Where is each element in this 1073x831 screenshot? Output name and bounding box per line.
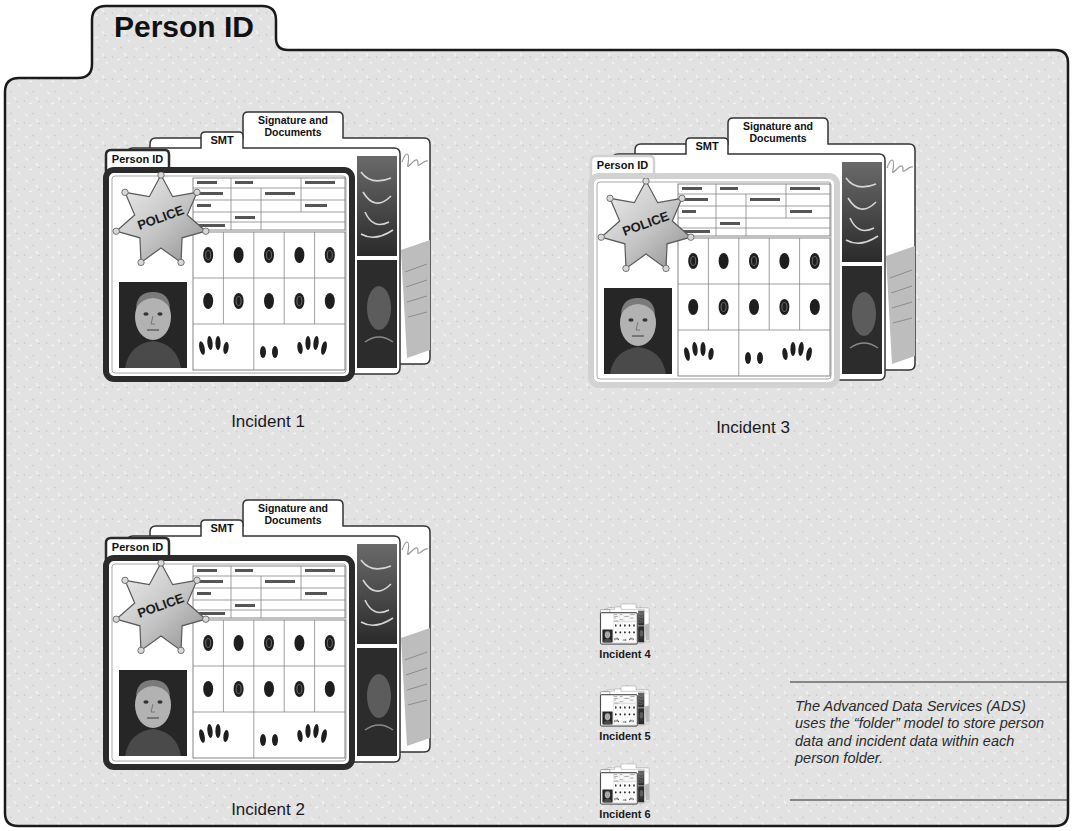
incident-folder-stack [591,118,915,385]
text-slot: POLICE [111,599,211,614]
badge-star-tip [194,577,200,583]
badge-star-tip [598,234,604,240]
folder-card: Person ID POLICE [103,538,355,770]
caption-text: The Advanced Data Services (ADS) uses th… [795,698,1057,768]
incident-folder: Incident 2 Signature and DocumentsSMT Pers… [103,500,433,825]
badge-star-tip [138,259,144,265]
tab-label: SMT [204,134,240,147]
text-slot: SMT [204,134,240,147]
text-slot: SMT [689,140,725,153]
badge-star-tip [607,195,613,201]
incident-thumbnail-icon [600,686,649,726]
badge-star-tip [178,259,184,265]
police-badge: POLICE [111,172,211,268]
badge-star-tip [203,228,209,234]
text-slot: Person ID [92,10,276,45]
text-slot: SMT [204,522,240,535]
incident-thumbnail-icon [600,764,649,804]
badge-star-tip [194,189,200,195]
incident-label: Incident 4 [575,648,675,661]
badge-star-tip [122,577,128,583]
text-slot: Signature and Documents [732,120,824,144]
text-slot: Incident 2 [103,800,433,820]
incident-thumbnail: Incident 6 [575,764,675,824]
tab-label: Person ID [594,159,651,172]
folder-card: Signature and Documents [150,500,430,752]
incident-folder-stack [106,500,430,767]
incident-folder-stack [106,112,430,379]
text-slot: The Advanced Data Services (ADS) uses th… [795,698,1057,768]
folder-card: Signature and Documents [150,112,430,364]
badge-star-tip [679,195,685,201]
badge-star-tip [138,647,144,653]
incident-thumbnail: Incident 4 [575,604,675,664]
folder-title: Person ID [92,10,276,45]
text-slot: POLICE [111,211,211,226]
incident-label: Incident 3 [588,418,918,438]
text-slot: Person ID [109,153,166,166]
tab-label: Signature and Documents [732,120,824,144]
tab-label: SMT [689,140,725,153]
caption-rule [790,682,1068,800]
tab-label: Signature and Documents [247,502,339,526]
badge-star-tip [158,172,164,178]
outer-folder-outline [5,6,1068,826]
police-badge: POLICE [596,178,696,274]
text-slot: Person ID [109,541,166,554]
folder-card: Person ID POLICE [103,150,355,382]
folder-card: Signature and Documents [635,118,915,370]
tab-label: Signature and Documents [247,114,339,138]
tab-label: Person ID [109,153,166,166]
text-slot: POLICE [596,217,696,232]
badge-star-tip [643,178,649,184]
incident-folder: Incident 3 Signature and DocumentsSMT Pers… [588,118,918,443]
folder-card: Person ID POLICE [588,156,840,388]
text-slot: Person ID [594,159,651,172]
badge-star-tip [113,228,119,234]
tab-label: SMT [204,522,240,535]
incident-thumbnail-icon [600,604,649,644]
incident-label: Incident 5 [575,730,675,743]
incident-label: Incident 1 [103,412,433,432]
text-slot: Incident 6 [575,808,675,821]
incident-folder: Incident 1 Signature and DocumentsSMT Pers… [103,112,433,437]
text-slot: Signature and Documents [247,502,339,526]
badge-star-tip [113,616,119,622]
text-slot: Incident 5 [575,730,675,743]
badge-star-tip [178,647,184,653]
incident-label: Incident 2 [103,800,433,820]
badge-star-tip [688,234,694,240]
police-badge: POLICE [111,560,211,656]
badge-star-tip [122,189,128,195]
badge-star-tip [203,616,209,622]
incident-label: Incident 6 [575,808,675,821]
badge-star-tip [623,265,629,271]
text-slot: Incident 1 [103,412,433,432]
incident-thumbnail: Incident 5 [575,686,675,746]
text-slot: Incident 3 [588,418,918,438]
badge-star-tip [158,560,164,566]
text-slot: Incident 4 [575,648,675,661]
badge-star-tip [663,265,669,271]
tab-label: Person ID [109,541,166,554]
text-slot: Signature and Documents [247,114,339,138]
